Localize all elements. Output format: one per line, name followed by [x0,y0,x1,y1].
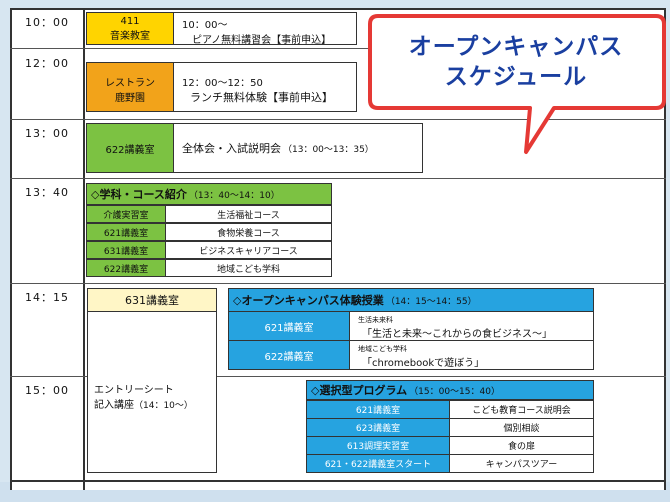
event-time: （13：00～13：35） [283,144,374,155]
room-line2: 鹿野園 [115,93,145,104]
time-label: 13：00 [25,127,69,140]
room-name: 音楽教室 [110,31,150,42]
select-room: 621講義室 [306,400,450,419]
room-411-cell: 411 音楽教室 [86,12,174,45]
speech-bubble [368,14,666,154]
time-label: 14：15 [25,291,69,304]
entry-time: （14：10～） [134,401,193,411]
select-room: 623講義室 [306,418,450,437]
event-time: 10：00～ [182,20,228,31]
course-name: 食物栄養コース [165,223,332,241]
room-code: 411 [120,16,140,27]
course-room: 621講義室 [86,223,166,241]
trial-room: 622講義室 [228,340,350,370]
select-room: 613調理実習室 [306,436,450,455]
entry-cell: エントリーシート 記入講座（14：10～） [87,311,217,473]
divider-bottom [10,480,666,482]
trial-class-cell: 生活未来科 「生活と未来～これからの食ビジネス～」 [349,311,594,341]
trial-dept: 生活未来科 [358,316,393,324]
event-name: ピアノ無料講習会【事前申込】 [192,35,332,46]
select-room: 621・622講義室スタート [306,454,450,473]
divider-1300 [10,119,666,120]
select-header: ◇選択型プログラム （15：00～15：40） [306,380,594,400]
course-name: 地域こども学科 [165,259,332,277]
divider-1200 [10,48,666,49]
course-header: ◇学科・コース紹介 （13：40～14：10） [86,183,332,205]
entry-line2: 記入講座 [94,400,134,411]
course-name: 生活福祉コース [165,205,332,223]
select-name: 食の扉 [449,436,594,455]
trial-header-time: （14：15～14：55） [385,296,477,307]
select-header-time: （15：00～15：40） [409,386,500,397]
event-time: 12：00～12：50 [182,78,263,89]
course-header-title: ◇学科・コース紹介 [91,188,187,201]
time-label: 10：00 [25,16,69,29]
course-name: ビジネスキャリアコース [165,241,332,259]
time-label: 12：00 [25,57,69,70]
callout-line1: オープンキャンパス [408,34,624,60]
lunch-event-cell: 12：00～12：50 ランチ無料体験【事前申込】 [173,62,357,112]
trial-room: 621講義室 [228,311,350,341]
time-column-divider [83,8,85,490]
divider-1415 [10,283,666,284]
trial-dept: 地域こども学科 [358,345,407,353]
callout-line2: スケジュール [444,64,588,90]
event-name: 全体会・入試説明会 [182,142,281,155]
trial-title: 「chromebookで遊ぼう」 [362,358,485,369]
course-room: 介護実習室 [86,205,166,223]
room-622-cell: 622講義室 [86,123,174,173]
entry-line1: エントリーシート [94,385,174,396]
divider-1340 [10,178,666,179]
trial-title: 「生活と未来～これからの食ビジネス～」 [362,329,552,340]
time-label: 15：00 [25,384,69,397]
course-room: 631講義室 [86,241,166,259]
piano-event-cell: 10：00～ ピアノ無料講習会【事前申込】 [173,12,357,46]
trial-class-cell: 地域こども学科 「chromebookで遊ぼう」 [349,340,594,370]
divider-1500 [10,376,666,377]
course-header-time: （13：40～14：10） [188,190,280,201]
trial-header-title: ◇オープンキャンパス体験授業 [233,294,384,307]
orientation-event-cell: 全体会・入試説明会 （13：00～13：35） [173,123,423,173]
room-line1: レストラン [105,78,155,89]
divider-top [10,8,666,10]
select-header-title: ◇選択型プログラム [311,384,408,397]
select-name: キャンパスツアー [449,454,594,473]
event-name: ランチ無料体験【事前申込】 [190,91,333,104]
entry-room: 631講義室 [87,288,217,312]
time-label: 13：40 [25,186,69,199]
restaurant-cell: レストラン 鹿野園 [86,62,174,112]
callout-title: オープンキャンパス スケジュール [376,32,656,96]
select-name: 個別相談 [449,418,594,437]
select-name: こども教育コース説明会 [449,400,594,419]
trial-header: ◇オープンキャンパス体験授業 （14：15～14：55） [228,288,594,312]
course-room: 622講義室 [86,259,166,277]
